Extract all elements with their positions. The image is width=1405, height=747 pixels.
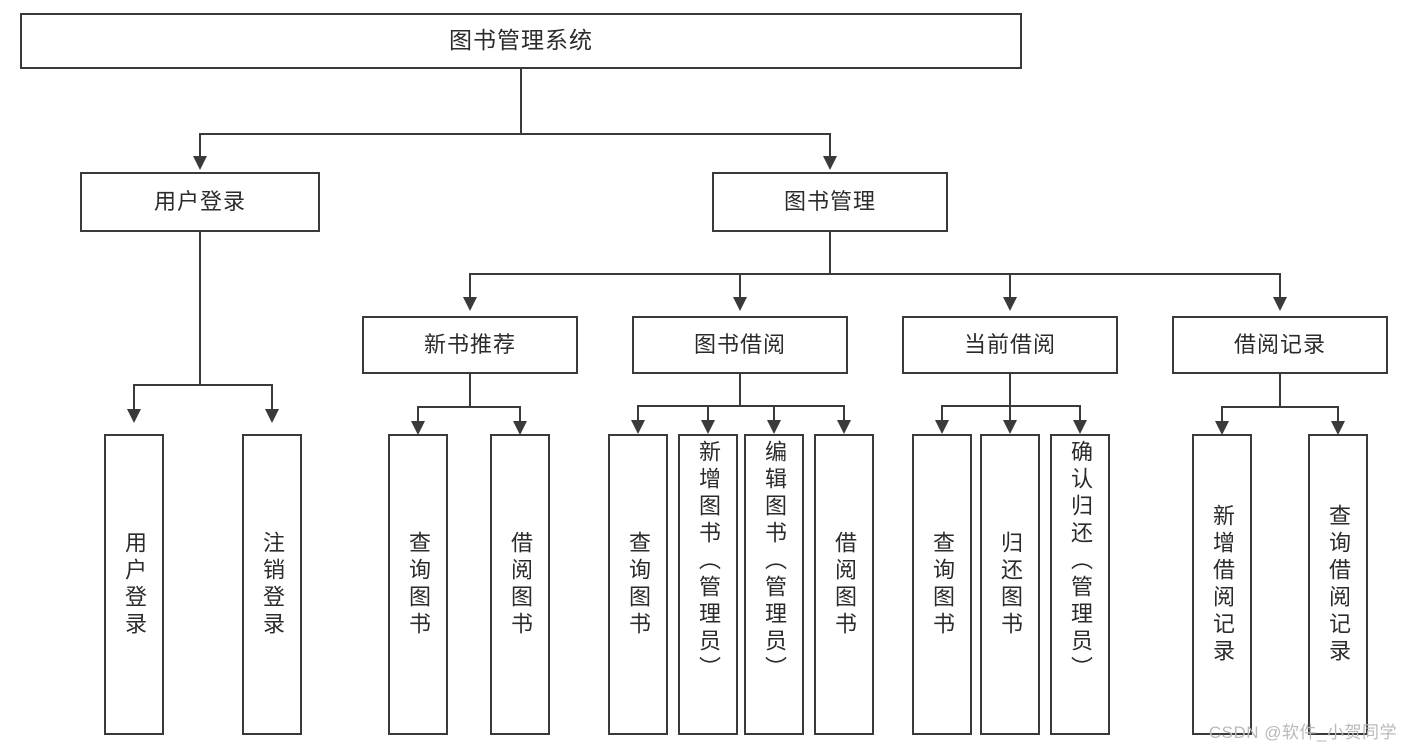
connector-new-books-bus	[417, 406, 521, 408]
leaf-user-login[interactable]: 用户登录	[104, 434, 164, 735]
leaf-edit-book-admin[interactable]: 编辑图书（管理员）	[744, 434, 804, 735]
connector-borrow-to-leaf-1	[637, 405, 639, 423]
connector-records-to-leaf-2	[1337, 406, 1339, 424]
node-user-login[interactable]: 用户登录	[80, 172, 320, 232]
node-label: 借阅记录	[1233, 332, 1326, 358]
leaf-return-book[interactable]: 归还图书	[980, 434, 1040, 735]
connector-book-manage-to-new-books	[469, 273, 471, 299]
connector-new-books-to-leaf-2	[519, 406, 521, 424]
connector-borrow-stem	[739, 374, 741, 406]
leaf-borrow-book-new[interactable]: 借阅图书	[490, 434, 550, 735]
connector-user-login-to-leaf-2	[271, 384, 273, 411]
connector-current-to-leaf-3	[1079, 405, 1081, 423]
arrow-new-books-to-leaf-2	[513, 421, 527, 435]
connector-book-manage-to-records	[1279, 273, 1281, 299]
connector-current-to-leaf-1	[941, 405, 943, 423]
node-book-management[interactable]: 图书管理	[712, 172, 948, 232]
node-label: 借阅图书	[832, 530, 857, 639]
arrow-user-login-to-leaf-1	[127, 409, 141, 423]
connector-book-manage-to-borrow	[739, 273, 741, 299]
arrow-borrow-to-leaf-2	[701, 420, 715, 434]
node-label: 用户登录	[153, 189, 246, 215]
arrow-records-to-leaf-1	[1215, 421, 1229, 435]
node-label: 查询图书	[626, 530, 651, 639]
node-label: 归还图书	[998, 530, 1023, 639]
leaf-query-book-borrow[interactable]: 查询图书	[608, 434, 668, 735]
connector-root-stem	[520, 69, 522, 134]
arrow-book-manage-to-current	[1003, 297, 1017, 311]
connector-book-manage-stem	[829, 232, 831, 274]
arrow-current-to-leaf-1	[935, 420, 949, 434]
connector-current-stem	[1009, 374, 1011, 406]
connector-current-to-leaf-2	[1009, 405, 1011, 423]
leaf-query-book-new[interactable]: 查询图书	[388, 434, 448, 735]
node-label: 查询借阅记录	[1326, 503, 1351, 666]
arrow-user-login-to-leaf-2	[265, 409, 279, 423]
leaf-confirm-return-admin[interactable]: 确认归还（管理员）	[1050, 434, 1110, 735]
node-label: 图书管理系统	[449, 27, 593, 54]
node-label: 图书管理	[783, 189, 876, 215]
node-label: 图书借阅	[693, 332, 786, 358]
connector-root-to-book-manage	[829, 133, 831, 158]
node-current-borrow[interactable]: 当前借阅	[902, 316, 1118, 374]
arrow-current-to-leaf-3	[1073, 420, 1087, 434]
arrow-records-to-leaf-2	[1331, 421, 1345, 435]
node-label: 用户登录	[122, 530, 147, 639]
connector-new-books-to-leaf-1	[417, 406, 419, 424]
connector-root-to-user-login	[199, 133, 201, 158]
arrow-current-to-leaf-2	[1003, 420, 1017, 434]
node-root-library-system[interactable]: 图书管理系统	[20, 13, 1022, 69]
node-label: 查询图书	[930, 530, 955, 639]
node-label: 借阅图书	[508, 530, 533, 639]
connector-borrow-to-leaf-2	[707, 405, 709, 423]
leaf-add-borrow-record[interactable]: 新增借阅记录	[1192, 434, 1252, 735]
connector-borrow-to-leaf-4	[843, 405, 845, 423]
arrow-borrow-to-leaf-1	[631, 420, 645, 434]
node-label: 新增借阅记录	[1210, 503, 1235, 666]
arrow-root-to-book-manage	[823, 156, 837, 170]
node-book-borrow[interactable]: 图书借阅	[632, 316, 848, 374]
connector-book-manage-to-current	[1009, 273, 1011, 299]
leaf-add-book-admin[interactable]: 新增图书（管理员）	[678, 434, 738, 735]
node-new-book-recommend[interactable]: 新书推荐	[362, 316, 578, 374]
arrow-book-manage-to-records	[1273, 297, 1287, 311]
node-label: 编辑图书（管理员）	[762, 440, 787, 683]
arrow-borrow-to-leaf-3	[767, 420, 781, 434]
node-label: 查询图书	[406, 530, 431, 639]
connector-records-bus	[1221, 406, 1337, 408]
connector-borrow-bus	[637, 405, 843, 407]
connector-root-bus	[199, 133, 831, 135]
node-label: 新增图书（管理员）	[696, 440, 721, 683]
arrow-borrow-to-leaf-4	[837, 420, 851, 434]
arrow-book-manage-to-new-books	[463, 297, 477, 311]
leaf-query-book-current[interactable]: 查询图书	[912, 434, 972, 735]
connector-borrow-to-leaf-3	[773, 405, 775, 423]
arrow-book-manage-to-borrow	[733, 297, 747, 311]
node-borrow-records[interactable]: 借阅记录	[1172, 316, 1388, 374]
connector-user-login-to-leaf-1	[133, 384, 135, 411]
leaf-borrow-book[interactable]: 借阅图书	[814, 434, 874, 735]
leaf-query-borrow-record[interactable]: 查询借阅记录	[1308, 434, 1368, 735]
connector-book-manage-bus	[469, 273, 1281, 275]
connector-user-login-stem	[199, 232, 201, 385]
connector-new-books-stem	[469, 374, 471, 407]
arrow-new-books-to-leaf-1	[411, 421, 425, 435]
connector-user-login-bus	[133, 384, 273, 386]
node-label: 注销登录	[260, 530, 285, 639]
node-label: 新书推荐	[423, 332, 516, 358]
connector-records-stem	[1279, 374, 1281, 407]
node-label: 确认归还（管理员）	[1068, 440, 1093, 683]
arrow-root-to-user-login	[193, 156, 207, 170]
node-label: 当前借阅	[963, 332, 1056, 358]
leaf-logout[interactable]: 注销登录	[242, 434, 302, 735]
connector-records-to-leaf-1	[1221, 406, 1223, 424]
